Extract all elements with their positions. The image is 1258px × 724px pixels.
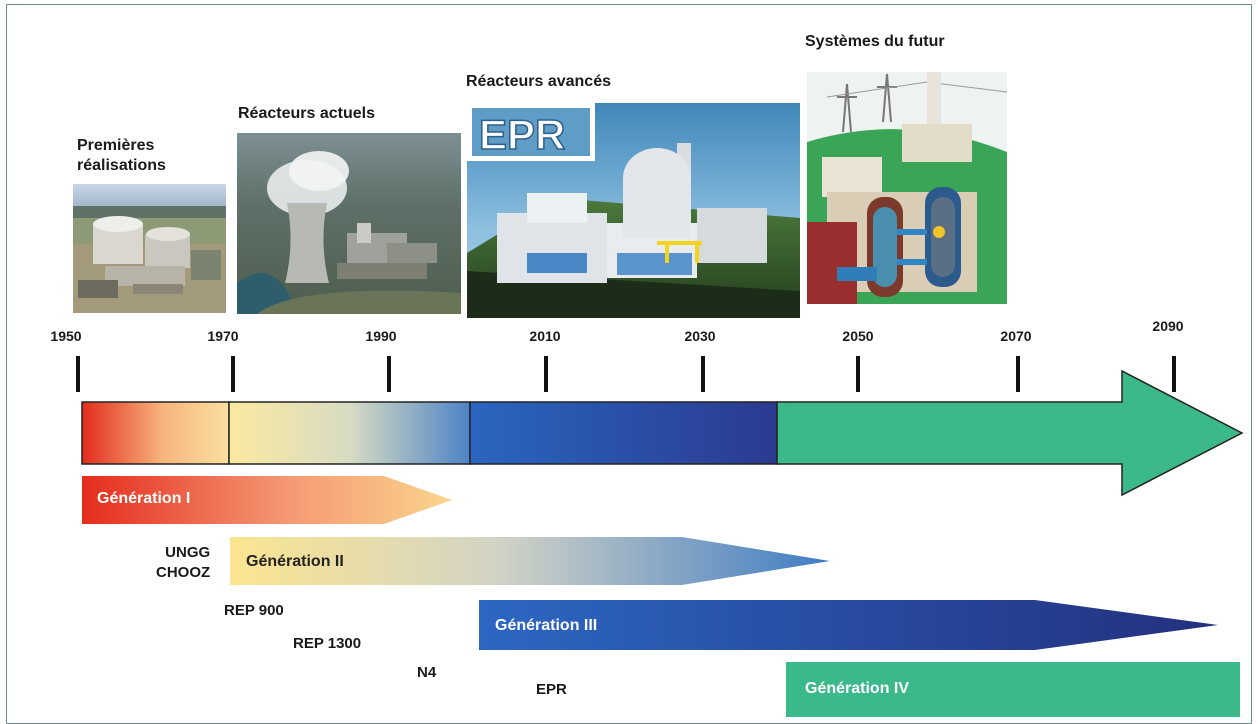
photo-first-reactors [73,184,226,313]
year-label-1990: 1990 [365,328,397,344]
photo-current-reactors [237,133,461,314]
era-label-futur: Systèmes du futur [805,33,945,50]
timeline-segment-gen3 [469,401,778,465]
year-tick-1970 [231,356,235,392]
era-label-premieres-line2: réalisations [77,157,166,174]
photo-epr-rendering: EPR [467,103,800,318]
year-label-2030: 2030 [684,328,716,344]
timeline-segment-gen1 [81,401,230,465]
year-tick-2010 [544,356,548,392]
generation-4-label: Génération IV [805,680,910,697]
year-tick-2050 [856,356,860,392]
year-tick-2090 [1172,356,1176,392]
reactor-epr: EPR [536,681,567,698]
era-label-actuels: Réacteurs actuels [238,105,375,122]
reactor-rep900: REP 900 [224,602,284,619]
reactor-n4: N4 [417,664,437,681]
reactor-rep1300: REP 1300 [293,635,362,652]
generation-3-label: Génération III [495,617,598,634]
generation-2-label: Génération II [246,553,344,570]
year-tick-1990 [387,356,391,392]
timeline-segment-gen2 [228,401,471,465]
generation-1-label: Génération I [97,490,191,507]
year-label-1950: 1950 [50,328,82,344]
photo-future-systems [807,72,1007,304]
era-label-avances: Réacteurs avancés [466,73,611,90]
epr-logo-text: EPR [479,111,565,158]
timeline-segment-gen4-arrow [776,369,1244,497]
reactor-ungg: UNGG [165,544,211,561]
year-label-1970: 1970 [207,328,239,344]
year-label-2070: 2070 [1000,328,1032,344]
year-tick-2030 [701,356,705,392]
generation-4-band [786,662,1240,717]
reactor-ungg-chooz: UNGG CHOOZ [156,543,210,583]
year-tick-2070 [1016,356,1020,392]
generation-2-band [230,537,830,585]
generation-3-band [479,600,1218,650]
era-label-premieres: Premières réalisations [77,136,166,176]
generation-1-band [82,476,452,524]
year-label-2090: 2090 [1152,318,1184,334]
era-label-premieres-line1: Premières [77,137,155,154]
year-label-2010: 2010 [529,328,561,344]
reactor-chooz: CHOOZ [156,564,211,581]
year-label-2050: 2050 [842,328,874,344]
year-tick-1950 [76,356,80,392]
